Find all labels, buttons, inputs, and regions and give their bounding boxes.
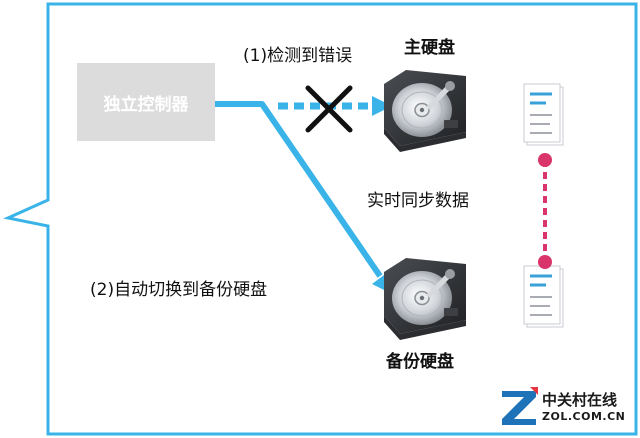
detect-arrow-head xyxy=(372,96,392,116)
primary-hard-disk-icon xyxy=(383,69,467,153)
backup-document-icon xyxy=(522,264,565,329)
sync-dot-top xyxy=(538,153,552,167)
controller-label: 独立控制器 xyxy=(103,94,189,115)
watermark-name: 中关村在线 xyxy=(542,391,618,409)
failover-arrow xyxy=(214,101,383,278)
cross-icon xyxy=(305,85,353,133)
backup-disk-label: 备份硬盘 xyxy=(386,352,454,372)
zol-logo-icon xyxy=(502,387,538,425)
independent-controller: 独立控制器 xyxy=(77,63,215,141)
primary-document-icon xyxy=(522,82,565,147)
watermark-domain: ZOL.COM.CN xyxy=(542,410,626,423)
auto-switch-label: (2)自动切换到备份硬盘 xyxy=(90,280,268,300)
sync-dot-bottom xyxy=(538,255,552,269)
detect-error-label: (1)检测到错误 xyxy=(243,46,353,66)
zol-watermark: 中关村在线 ZOL.COM.CN xyxy=(500,383,636,433)
realtime-sync-label: 实时同步数据 xyxy=(367,191,469,211)
backup-hard-disk-icon xyxy=(383,257,467,341)
primary-disk-label: 主硬盘 xyxy=(404,38,455,58)
